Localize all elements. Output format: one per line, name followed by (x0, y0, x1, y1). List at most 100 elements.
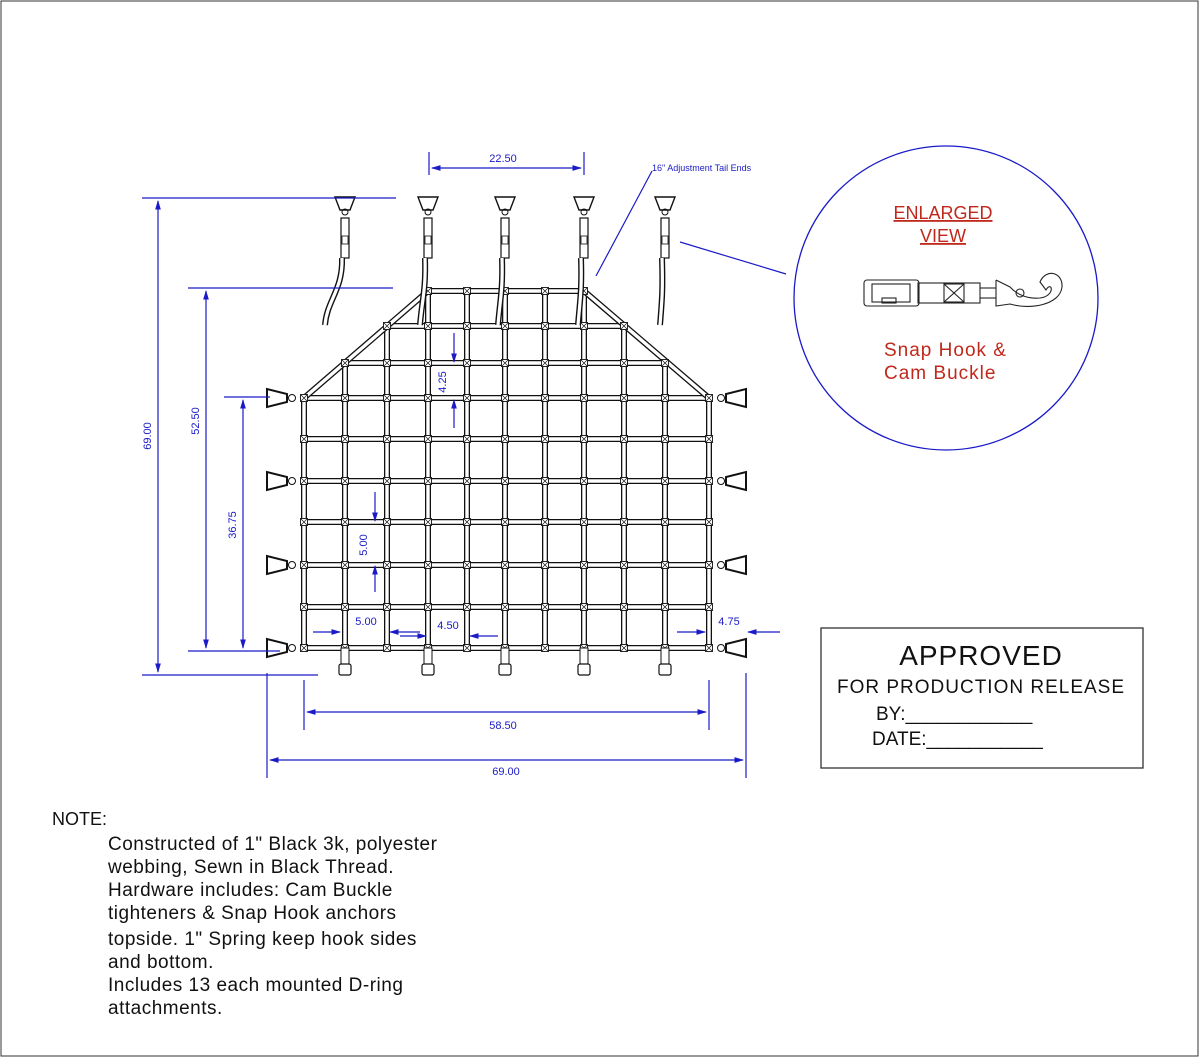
approval-stamp: APPROVED FOR PRODUCTION RELEASE BY:_____… (820, 627, 1144, 769)
stitch-mark (501, 435, 509, 443)
stitch-mark (424, 477, 432, 485)
stitch-mark (341, 435, 349, 443)
d-ring-icon (725, 387, 747, 409)
stitch-mark (705, 518, 713, 526)
stitch-mark (541, 359, 549, 367)
stitch-mark (463, 435, 471, 443)
stitch-mark (661, 518, 669, 526)
snap-hook-icon (341, 208, 349, 216)
stitch-mark (620, 603, 628, 611)
tail-end-strap (323, 257, 344, 326)
dim-row-top: 4.25 (437, 371, 449, 392)
stitch-mark (300, 477, 308, 485)
d-ring-icon (288, 561, 296, 569)
stitch-mark (620, 477, 628, 485)
stitch-mark (501, 322, 509, 330)
d-ring-icon (717, 477, 725, 485)
stitch-mark (661, 435, 669, 443)
cam-buckle-icon (424, 235, 432, 245)
spring-hook-icon (340, 647, 350, 665)
snap-hook-icon (501, 208, 509, 216)
net-shoulder-strap (301, 288, 431, 401)
d-ring-icon (266, 470, 288, 492)
spring-hook-icon (658, 663, 672, 676)
note-line: Includes 13 each mounted D-ring (108, 975, 403, 996)
stitch-mark (705, 477, 713, 485)
stitch-mark (300, 435, 308, 443)
note-line: attachments. (108, 998, 223, 1019)
note-label: NOTE: (52, 809, 107, 829)
approval-by-field: BY:____________ (876, 704, 1033, 725)
dim-col-a: 5.00 (355, 616, 376, 628)
stitch-mark (541, 287, 549, 295)
callout-tail-ends: 16" Adjustment Tail Ends (652, 163, 752, 173)
stitch-mark (424, 359, 432, 367)
spring-hook-icon (577, 663, 591, 676)
stitch-mark (620, 359, 628, 367)
enlarged-caption-2: Cam Buckle (884, 363, 996, 384)
d-ring-icon (725, 470, 747, 492)
approval-date-field: DATE:___________ (872, 729, 1043, 750)
stitch-mark (341, 518, 349, 526)
enlarged-view-title: ENLARGED (893, 203, 992, 223)
stitch-mark (463, 287, 471, 295)
stitch-mark (541, 561, 549, 569)
cam-buckle-icon (661, 235, 669, 245)
stitch-mark (620, 518, 628, 526)
d-ring-icon (266, 637, 288, 659)
stitch-mark (661, 359, 669, 367)
dim-width-overall: 69.00 (492, 766, 520, 778)
dimensions (142, 152, 787, 778)
enlarged-view-circle (793, 145, 1099, 451)
snap-hook-icon (572, 196, 596, 211)
dim-row: 5.00 (358, 534, 370, 555)
dim-width-net: 58.50 (489, 720, 517, 732)
enlarged-view-subtitle: VIEW (920, 226, 966, 246)
stitch-mark (541, 394, 549, 402)
stitch-mark (300, 561, 308, 569)
stitch-mark (341, 561, 349, 569)
approval-box (820, 627, 1144, 769)
stitch-mark (300, 644, 308, 652)
d-ring-icon (717, 644, 725, 652)
enlarged-view: ENLARGED VIEW Snap Hook & Cam Buckle (793, 145, 1099, 451)
stitch-mark (424, 394, 432, 402)
stitch-mark (424, 322, 432, 330)
stitch-mark (300, 518, 308, 526)
stitch-mark (541, 644, 549, 652)
d-ring-icon (725, 637, 747, 659)
stitch-mark (383, 322, 391, 330)
tail-end-strap (576, 257, 583, 326)
stitch-mark (661, 561, 669, 569)
tail-end-strap (496, 257, 504, 326)
spring-hook-icon (660, 647, 670, 665)
note-block: NOTE: Constructed of 1" Black 3k, polyes… (52, 809, 437, 1019)
stitch-mark (463, 561, 471, 569)
note-line: tighteners & Snap Hook anchors (108, 903, 397, 924)
stitch-mark (541, 603, 549, 611)
stitch-mark (424, 603, 432, 611)
stitch-mark (580, 435, 588, 443)
stitch-mark (463, 603, 471, 611)
stitch-mark (705, 603, 713, 611)
stitch-mark (705, 435, 713, 443)
stitch-mark (705, 561, 713, 569)
stitch-mark (463, 394, 471, 402)
d-ring-icon (266, 387, 288, 409)
snap-hook-icon (416, 196, 440, 211)
stitch-mark (620, 644, 628, 652)
cargo-net (266, 196, 747, 676)
stitch-mark (541, 518, 549, 526)
d-ring-icon (717, 561, 725, 569)
dim-top-spacing: 22.50 (489, 153, 517, 165)
stitch-mark (501, 359, 509, 367)
d-ring-icon (717, 394, 725, 402)
stitch-mark (463, 644, 471, 652)
stitch-mark (580, 518, 588, 526)
note-line: and bottom. (108, 952, 214, 973)
stitch-mark (463, 359, 471, 367)
d-ring-icon (266, 554, 288, 576)
stitch-mark (383, 561, 391, 569)
